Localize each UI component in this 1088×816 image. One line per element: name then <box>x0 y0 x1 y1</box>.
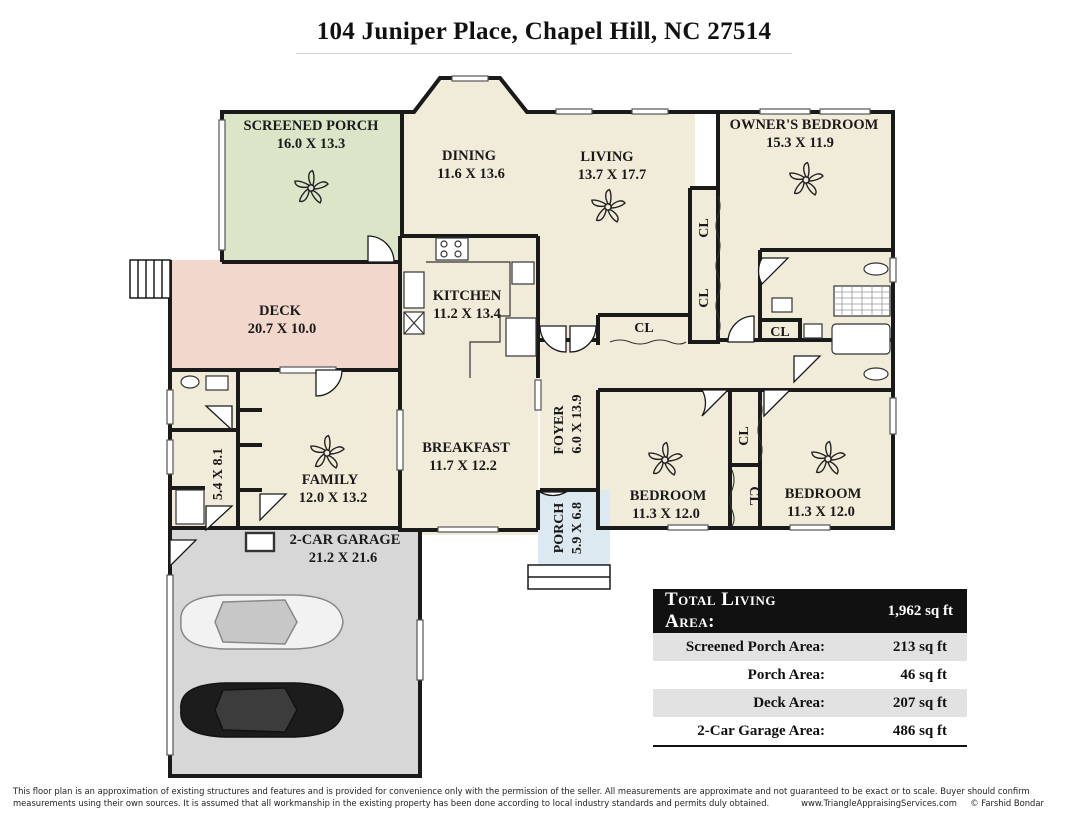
area-label: Screened Porch Area: <box>653 633 855 661</box>
kitchen-fixtures <box>403 237 537 378</box>
closet-label: CL <box>634 321 653 336</box>
floor-fills <box>170 78 893 774</box>
disclaimer-text: measurements using their own sources. It… <box>13 798 770 808</box>
room-name-bedroom-right: BEDROOM <box>785 486 862 502</box>
room-name-foyer: FOYER <box>552 405 567 455</box>
room-name-dining: DINING <box>442 148 496 164</box>
area-value: 46 sq ft <box>900 666 947 683</box>
copyright: © Farshid Bondar <box>970 798 1044 808</box>
room-dims-deck: 20.7 X 10.0 <box>248 321 316 337</box>
room-dims-garage: 21.2 X 21.6 <box>309 550 377 566</box>
page-title: 104 Juniper Place, Chapel Hill, NC 27514 <box>316 18 772 45</box>
stairs <box>129 259 611 590</box>
area-label: Deck Area: <box>653 689 855 717</box>
room-name-bedroom-left: BEDROOM <box>630 488 707 504</box>
room-dims-porch: 5.9 X 6.8 <box>570 502 585 554</box>
area-row: Deck Area: 207 sq ft <box>653 689 967 717</box>
room-name-screened-porch: SCREENED PORCH <box>244 118 380 134</box>
area-summary-table: Total Living Area: 1,962 sq ft Screened … <box>653 589 967 747</box>
room-dims-breakfast: 11.7 X 12.2 <box>429 458 497 474</box>
room-dims-family: 12.0 X 13.2 <box>299 490 367 506</box>
area-value: 213 sq ft <box>855 633 967 661</box>
closet-label: CL <box>770 325 789 340</box>
doors <box>169 235 822 568</box>
room-name-garage: 2-CAR GARAGE <box>290 532 401 548</box>
floor-plan: SCREENED PORCH 16.0 X 13.3 DINING 11.6 X… <box>129 75 897 778</box>
total-living-area-value: 1,962 sq ft <box>855 589 967 633</box>
area-value: 207 sq ft <box>855 689 967 717</box>
windows <box>166 75 897 756</box>
car-white <box>180 594 344 650</box>
disclaimer-line-1: This floor plan is an approximation of e… <box>13 786 1030 796</box>
room-dims-laundry: 5.4 X 8.1 <box>211 448 226 500</box>
closet-label: CL <box>697 288 712 307</box>
website-link[interactable]: www.TriangleAppraisingServices.com <box>801 798 957 808</box>
room-dims-owners-bedroom: 15.3 X 11.9 <box>766 135 834 151</box>
room-name-kitchen: KITCHEN <box>433 288 502 304</box>
deck-area <box>170 260 398 368</box>
room-dims-living: 13.7 X 17.7 <box>578 167 646 183</box>
area-row: Porch Area: 46 sq ft <box>653 661 967 689</box>
room-name-family: FAMILY <box>302 472 359 488</box>
area-label: Porch Area: <box>747 666 825 683</box>
total-living-area-row: Total Living Area: 1,962 sq ft <box>653 589 967 633</box>
closet-label: CL <box>737 426 752 445</box>
closet-doors <box>609 195 763 527</box>
room-name-living: LIVING <box>580 149 633 165</box>
title-underline <box>296 53 792 54</box>
car-black <box>180 682 344 738</box>
bath-fixtures <box>175 262 891 553</box>
room-dims-bedroom-right: 11.3 X 12.0 <box>787 504 855 520</box>
room-labels: SCREENED PORCH 16.0 X 13.3 DINING 11.6 X… <box>211 117 879 566</box>
room-dims-screened-porch: 16.0 X 13.3 <box>277 136 345 152</box>
closet-label: CL <box>746 486 761 505</box>
room-name-porch: PORCH <box>552 503 567 554</box>
room-dims-dining: 11.6 X 13.6 <box>437 166 505 182</box>
room-dims-foyer: 6.0 X 13.9 <box>570 394 585 453</box>
room-name-breakfast: BREAKFAST <box>422 440 510 456</box>
disclaimer-line-2: measurements using their own sources. It… <box>13 797 1075 809</box>
total-living-area-label: Total Living Area: <box>653 589 855 633</box>
area-row: Screened Porch Area: 213 sq ft <box>653 633 967 661</box>
area-label: 2-Car Garage Area: <box>653 717 855 747</box>
interior-area <box>262 78 893 535</box>
room-dims-kitchen: 11.2 X 13.4 <box>433 306 501 322</box>
disclaimer: This floor plan is an approximation of e… <box>13 785 1075 809</box>
area-row: 2-Car Garage Area: 486 sq ft <box>653 717 967 747</box>
room-dims-bedroom-left: 11.3 X 12.0 <box>632 506 700 522</box>
area-value: 486 sq ft <box>855 717 967 747</box>
room-name-deck: DECK <box>259 303 302 319</box>
closet-label: CL <box>697 218 712 237</box>
room-name-owners-bedroom: OWNER'S BEDROOM <box>730 117 879 133</box>
